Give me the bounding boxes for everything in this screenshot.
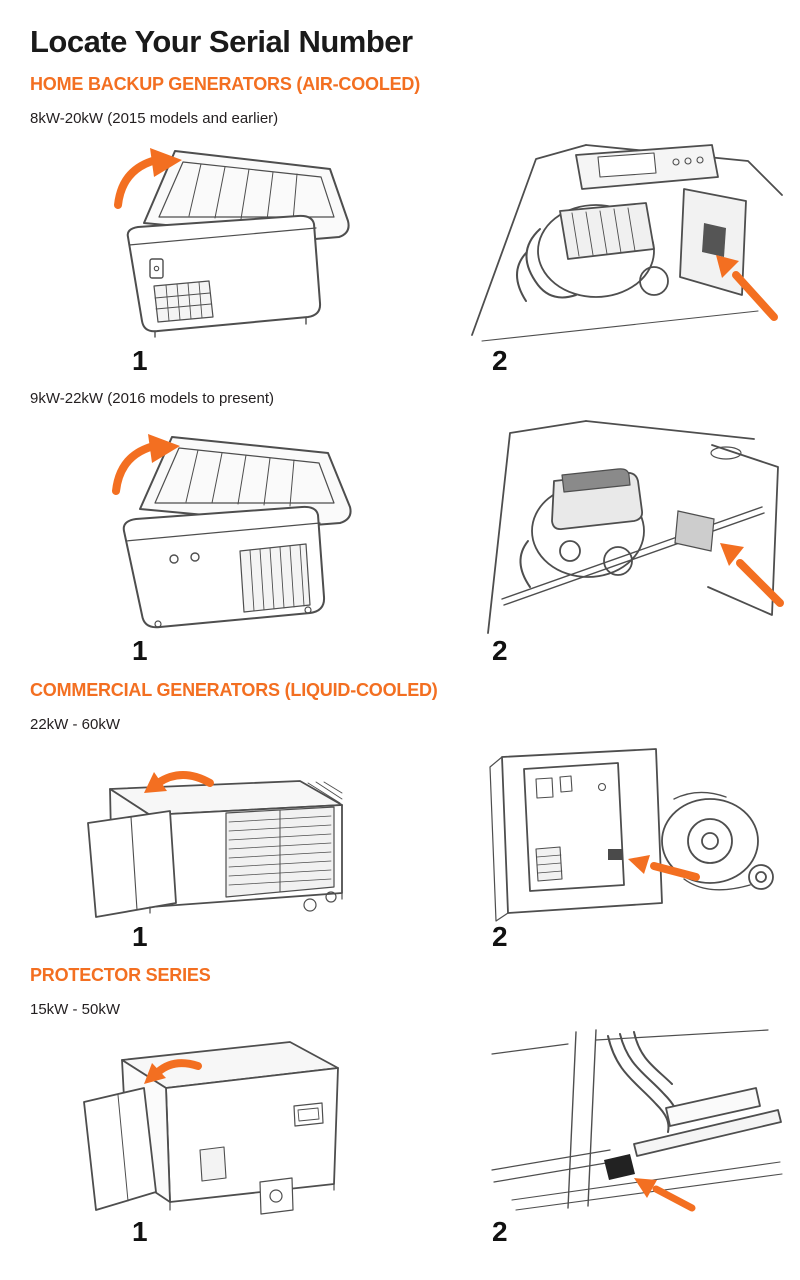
serial-label-plate <box>608 848 623 860</box>
step-number: 2 <box>492 635 508 667</box>
illustration-commercial-open-panel <box>87 770 343 918</box>
section-protector-series: PROTECTOR SERIES 15kW - 50kW <box>30 965 790 1248</box>
serial-pointer-arrow-icon <box>634 1178 696 1212</box>
figure-row-protector: 1 <box>30 1022 790 1248</box>
figure-air-cooled-2015-step1: 1 <box>30 131 430 375</box>
serial-pointer-arrow-icon <box>628 854 700 881</box>
figure-protector-step2: 2 <box>430 1022 790 1248</box>
section-heading-protector: PROTECTOR SERIES <box>30 965 211 986</box>
serial-pointer-arrow-icon <box>716 255 778 321</box>
model-range-2015-earlier: 8kW-20kW (2015 models and earlier) <box>30 110 279 127</box>
section-heading-air-cooled: HOME BACKUP GENERATORS (AIR-COOLED) <box>30 74 421 94</box>
open-lid-arrow-icon <box>114 148 182 209</box>
serial-label-plate <box>674 510 715 553</box>
figure-commercial-step1: 1 <box>30 737 430 951</box>
illustration-air-cooled-2016-open-lid <box>112 434 352 629</box>
figure-air-cooled-2016-step1: 1 <box>30 411 430 667</box>
illustration-protector-open-door <box>83 1041 339 1215</box>
figure-protector-step1: 1 <box>30 1022 430 1248</box>
illustration-air-cooled-2015-serial-location <box>471 144 783 342</box>
step-number: 1 <box>132 1216 148 1248</box>
serial-label-plate <box>702 223 726 257</box>
open-lid-arrow-icon <box>112 434 180 496</box>
figure-row-commercial: 1 <box>30 737 790 951</box>
serial-label-plate <box>604 1154 635 1181</box>
figure-air-cooled-2016-step2: 2 <box>430 411 790 667</box>
open-panel-arrow-icon <box>144 1059 202 1085</box>
serial-pointer-arrow-icon <box>720 543 784 608</box>
section-heading-commercial: COMMERCIAL GENERATORS (LIQUID-COOLED) <box>30 679 438 700</box>
open-panel-arrow-icon <box>144 770 214 793</box>
model-range-protector: 15kW - 50kW <box>30 1001 121 1019</box>
section-commercial-liquid-cooled: COMMERCIAL GENERATORS (LIQUID-COOLED) 22… <box>30 680 790 951</box>
step-number: 2 <box>492 345 508 376</box>
step-number: 2 <box>492 920 508 952</box>
model-range-commercial: 22kW - 60kW <box>30 715 121 733</box>
figure-commercial-step2: 2 <box>430 737 790 951</box>
step-number: 2 <box>492 1216 508 1248</box>
step-number: 1 <box>132 920 148 952</box>
page-title: Locate Your Serial Number <box>30 24 413 59</box>
step-number: 1 <box>132 345 148 376</box>
section-home-backup-air-cooled: HOME BACKUP GENERATORS (AIR-COOLED) 8kW-… <box>30 74 790 666</box>
illustration-air-cooled-2016-serial-location <box>487 420 784 635</box>
illustration-protector-serial-location <box>491 1029 783 1212</box>
model-range-2016-present: 9kW-22kW (2016 models to present) <box>30 390 274 408</box>
figure-row-air-cooled-2016: 1 <box>30 411 790 667</box>
figure-row-air-cooled-2015: 1 <box>30 131 790 375</box>
illustration-air-cooled-2015-open-lid <box>114 148 350 338</box>
illustration-commercial-serial-location <box>489 747 774 922</box>
step-number: 1 <box>132 635 148 667</box>
figure-air-cooled-2015-step2: 2 <box>430 131 790 375</box>
